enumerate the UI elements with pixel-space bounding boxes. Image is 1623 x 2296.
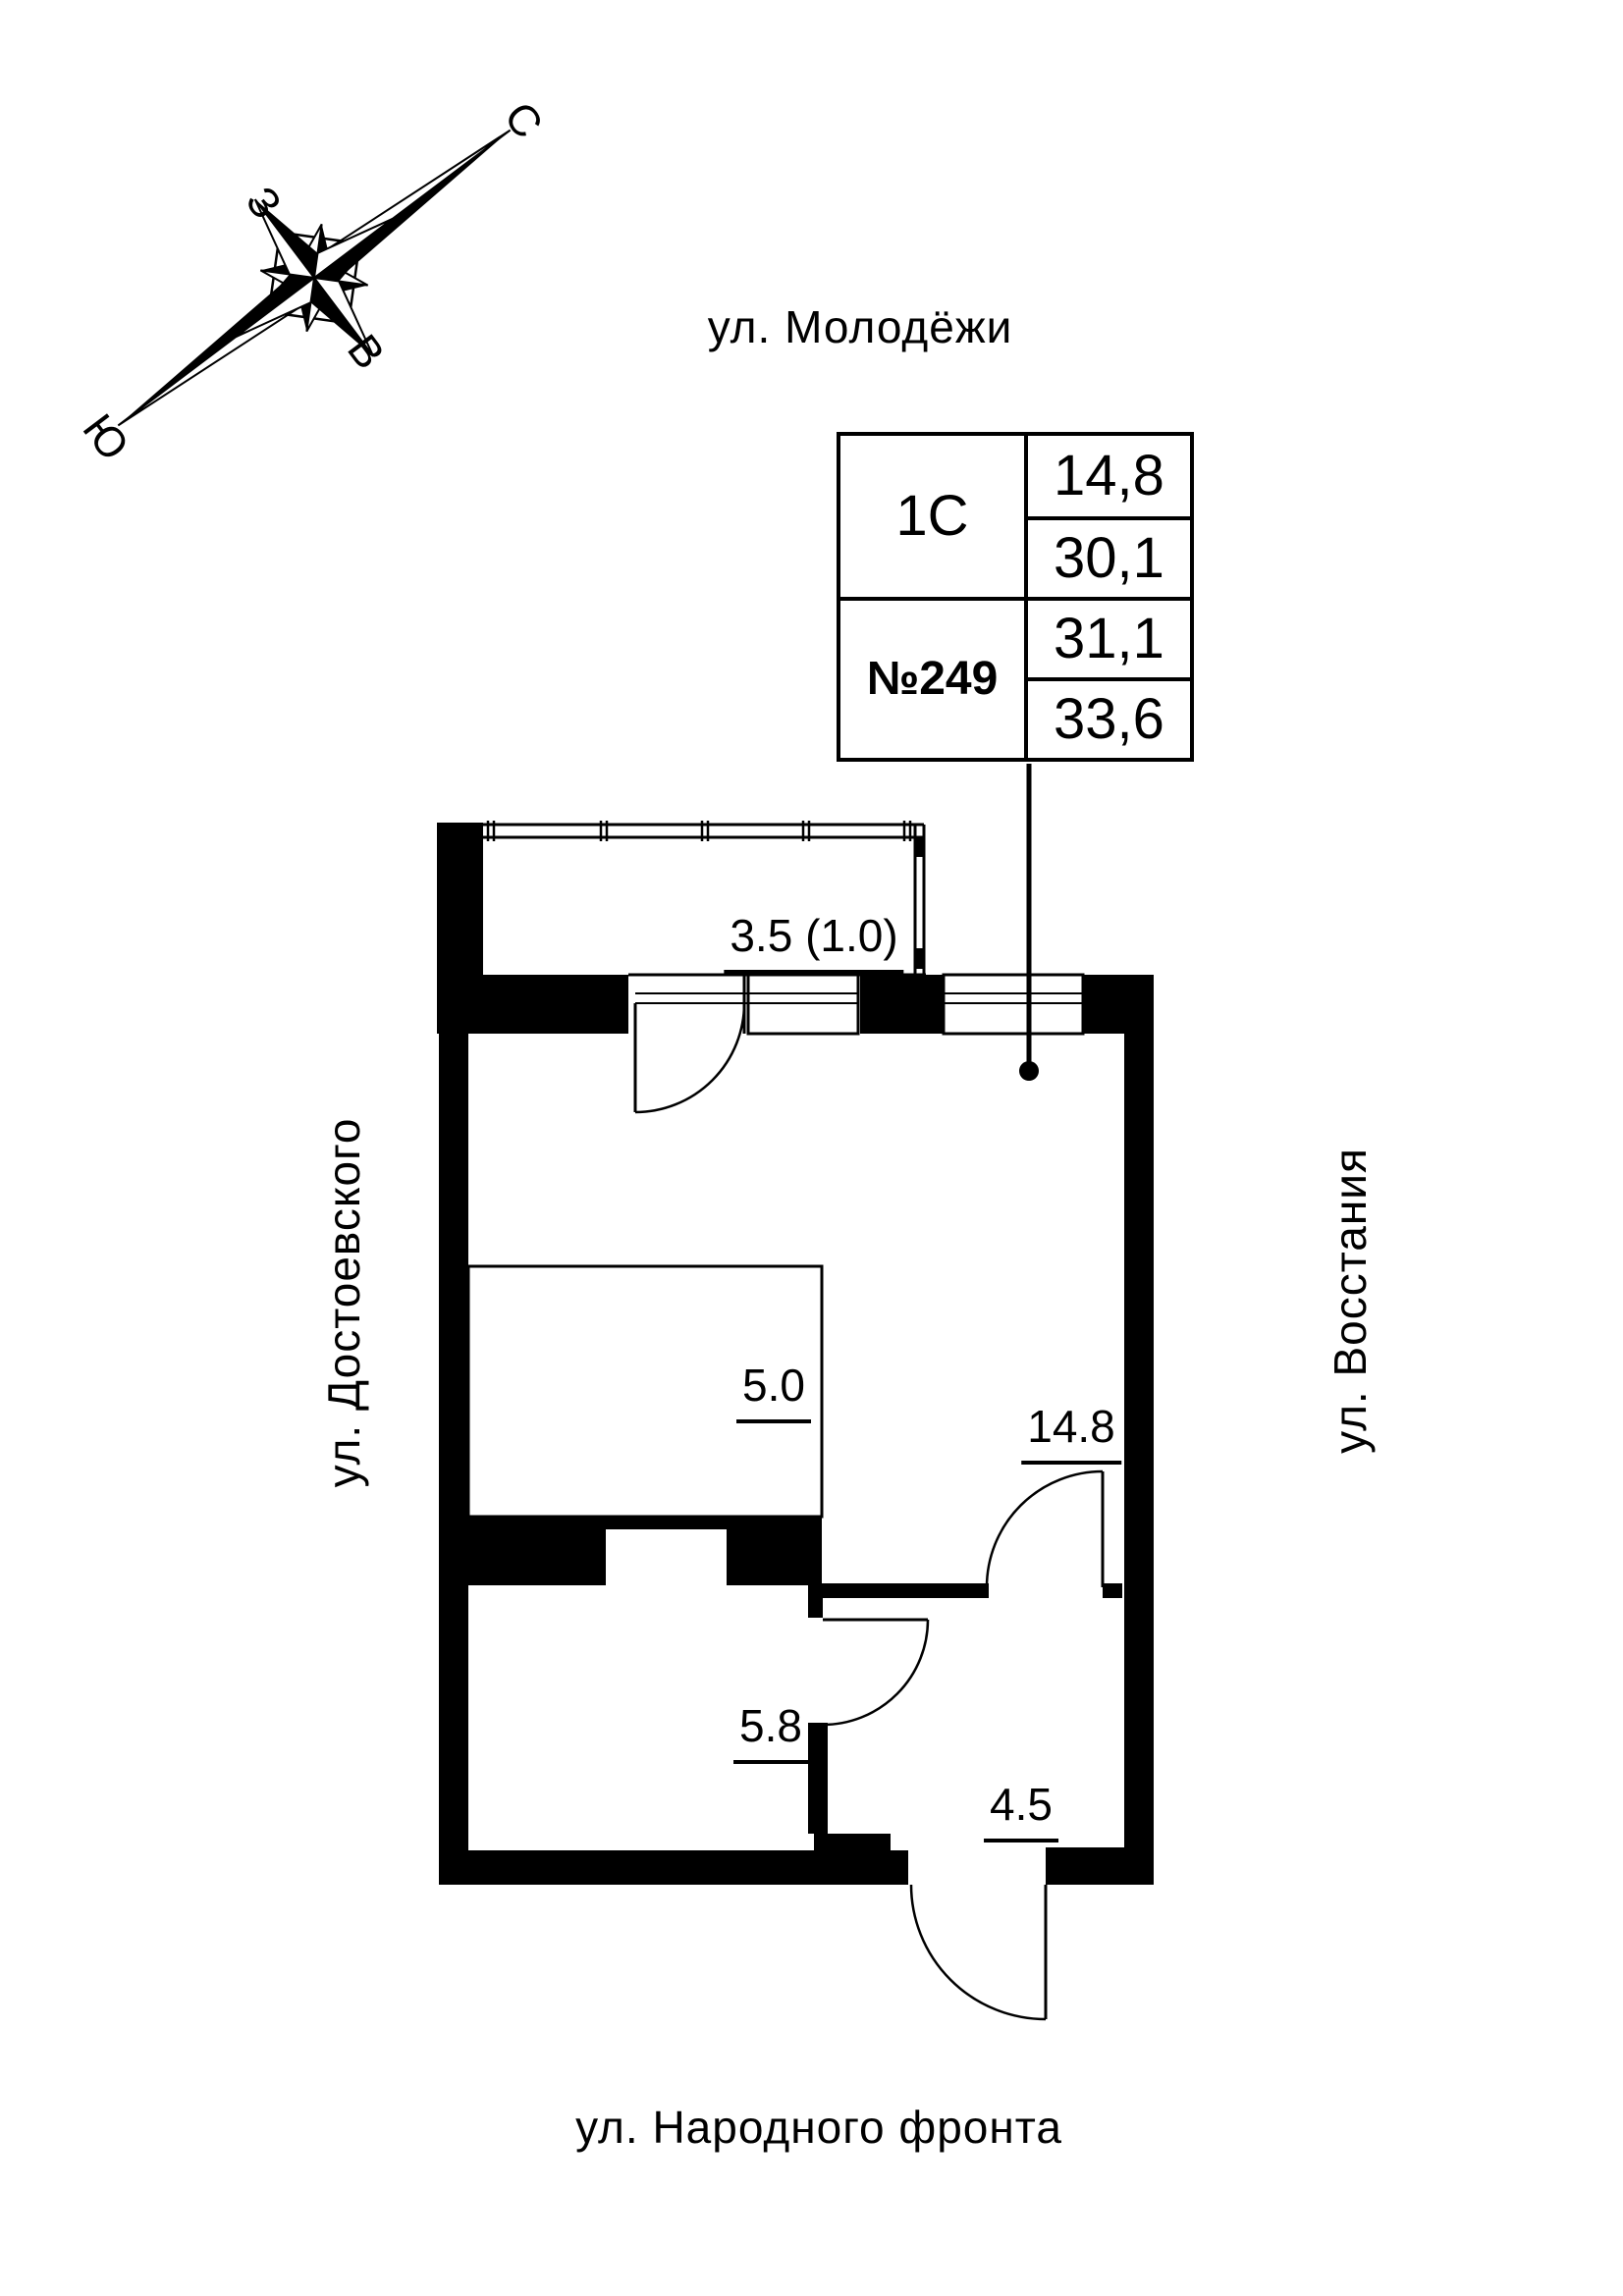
glazing-post-bottom [914, 948, 925, 969]
compass-label-north: С [495, 93, 552, 147]
unit-area-cell: 30,1 [1028, 516, 1190, 597]
doors [633, 975, 1105, 2021]
compass-needle-north-dark [310, 130, 511, 300]
wall-left-lower [439, 1034, 468, 1885]
room-area-balcony: 3.5 (1.0) [724, 909, 904, 974]
unit-total-area-cell: 33,6 [1028, 677, 1190, 758]
entrance-door [909, 1884, 1048, 2021]
wall-left-upper [437, 823, 483, 1034]
unit-type-cell: 1С [840, 436, 1028, 597]
compass-main-points [235, 198, 394, 357]
wall-top-left-block [483, 975, 628, 1034]
niche-outline [466, 1264, 824, 1519]
unit-info-card: 1С 14,8 30,1 №249 31,1 33,6 [837, 432, 1194, 762]
room-area-kitchen: 5.8 [733, 1699, 808, 1764]
wall-top-middle-block [860, 975, 944, 1034]
wall-top-right-block [1083, 975, 1154, 1034]
compass-needle-south-dark [118, 255, 318, 426]
unit-living-area-cell: 14,8 [1054, 444, 1164, 507]
wall-door-hinge-stub [1103, 1583, 1122, 1598]
wall-bottom-right [1046, 1847, 1154, 1885]
room-area-hall: 4.5 [984, 1778, 1058, 1842]
compass-label-west: З [237, 178, 291, 228]
living-room-door [985, 1469, 1105, 1588]
wall-bottom-step [814, 1834, 891, 1850]
street-label-right: ул. Восстания [1325, 1148, 1376, 1454]
wall-bottom-left [439, 1850, 908, 1885]
compass-label-south: Ю [74, 405, 138, 469]
partition-opening [606, 1529, 727, 1585]
compass-label-east: В [338, 326, 394, 378]
glazing-mullions [486, 821, 912, 841]
unit-number-cell: №249 [840, 597, 1028, 758]
glazing-post-top [914, 836, 925, 857]
street-label-left: ул. Достоевского [318, 1117, 369, 1488]
kitchen-door [822, 1618, 930, 1727]
unit-reduced-total-cell: 31,1 [1028, 597, 1190, 677]
compass-rose-icon: С Ю З В [74, 93, 552, 469]
wall-hall-lintel [808, 1583, 989, 1598]
room-area-niche: 5.0 [736, 1359, 811, 1423]
street-label-top: ул. Молодёжи [707, 301, 1013, 352]
street-label-bottom: ул. Народного фронта [575, 2102, 1062, 2153]
wall-right [1124, 1034, 1154, 1885]
balcony-door [633, 975, 746, 1114]
wall-nub [808, 1598, 823, 1618]
wall-kitchen-right [808, 1723, 828, 1834]
room-area-living: 14.8 [1021, 1400, 1121, 1465]
windows [635, 973, 1085, 1036]
unit-leader-dot [1019, 1061, 1039, 1081]
